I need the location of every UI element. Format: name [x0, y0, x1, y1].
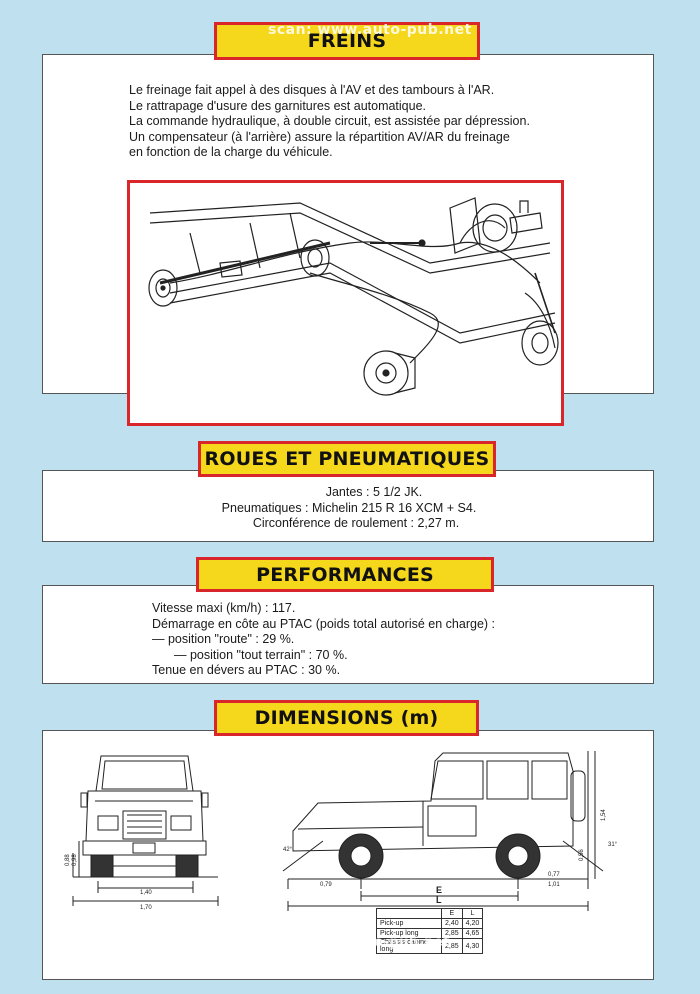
table-header — [376, 908, 442, 919]
table-cell: Châssis-cabine long — [376, 938, 442, 954]
performances-text: Vitesse maxi (km/h) : 117. Démarrage en … — [152, 601, 495, 679]
table-cell: 4,20 — [461, 918, 484, 929]
ground-label: 0,56 — [579, 849, 585, 861]
roues-text: Jantes : 5 1/2 JK. Pneumatiques : Michel… — [43, 485, 655, 532]
freins-banner: FREINS — [214, 22, 480, 60]
brake-system-illustration — [148, 197, 559, 396]
l-label: L — [436, 895, 442, 905]
front-overall-label: 1,70 — [140, 905, 152, 911]
front-width-label: 1,40 — [140, 890, 152, 896]
height-label: 1,54 — [601, 809, 607, 821]
perf-line: Vitesse maxi (km/h) : 117. — [152, 601, 296, 615]
performances-banner: PERFORMANCES — [196, 557, 494, 592]
perf-line: Tenue en dévers au PTAC : 30 %. — [152, 663, 341, 677]
roues-line: Pneumatiques : Michelin 215 R 16 XCM + S… — [221, 500, 477, 515]
angle-rear-label: 42° — [283, 847, 293, 853]
freins-title: FREINS — [307, 30, 387, 52]
table-row: Pick-up 2,40 4,20 — [376, 918, 484, 929]
roues-panel: Jantes : 5 1/2 JK. Pneumatiques : Michel… — [42, 470, 654, 542]
watermark-bottom: scan: www.auto-pub.net — [260, 935, 450, 950]
rear-overhang-label: 0,79 — [320, 882, 332, 888]
table-header: E — [441, 908, 463, 919]
brake-diagram-frame — [127, 180, 564, 426]
table-cell: 4,65 — [461, 928, 484, 939]
freins-line: Le freinage fait appel à des disques à l… — [129, 83, 495, 97]
table-header: L — [461, 908, 484, 919]
table-row: Châssis-cabine long 2,85 4,30 — [376, 938, 484, 954]
dimensions-title: DIMENSIONS (m) — [254, 707, 439, 729]
vehicle-dimension-drawing: 1,40 1,70 0,88 0,98 — [65, 751, 618, 911]
dimensions-table: E L Pick-up 2,40 4,20 Pick-up long 2,85 … — [376, 908, 484, 954]
performances-title: PERFORMANCES — [256, 563, 434, 586]
roues-banner: ROUES ET PNEUMATIQUES — [198, 441, 496, 477]
angle-front-label: 31° — [608, 842, 618, 848]
watermark-top: scan: www.auto-pub.net — [268, 22, 472, 38]
roues-title: ROUES ET PNEUMATIQUES — [204, 448, 490, 470]
freins-line: La commande hydraulique, à double circui… — [129, 114, 530, 128]
roues-line: Jantes : 5 1/2 JK. — [325, 485, 423, 499]
freins-line: Le rattrapage d'usure des garnitures est… — [129, 98, 427, 113]
front-h2-label: 0,98 — [72, 854, 78, 866]
performances-panel: Vitesse maxi (km/h) : 117. Démarrage en … — [42, 585, 654, 684]
perf-line: — position "route" : 29 %. — [152, 632, 295, 646]
freins-line: en fonction de la charge du véhicule. — [129, 145, 333, 159]
e-label: E — [436, 885, 442, 895]
perf-line: — position "tout terrain" : 70 %. — [174, 647, 348, 662]
front-a-label: 0,77 — [548, 872, 560, 878]
table-cell: 4,30 — [461, 938, 484, 954]
perf-line: Démarrage en côte au PTAC (poids total a… — [152, 616, 495, 631]
table-cell: 2,40 — [441, 918, 463, 929]
table-header-row: E L — [376, 908, 484, 919]
dimensions-banner: DIMENSIONS (m) — [214, 700, 479, 736]
front-h1-label: 0,88 — [65, 854, 71, 866]
table-cell: Pick-up — [376, 918, 442, 929]
freins-line: Un compensateur (à l'arrière) assure la … — [129, 129, 510, 144]
dimensions-panel: 1,40 1,70 0,88 0,98 — [42, 730, 654, 980]
roues-line: Circonférence de roulement : 2,27 m. — [252, 516, 460, 530]
freins-text: Le freinage fait appel à des disques à l… — [129, 83, 530, 161]
front-b-label: 1,01 — [548, 882, 560, 888]
